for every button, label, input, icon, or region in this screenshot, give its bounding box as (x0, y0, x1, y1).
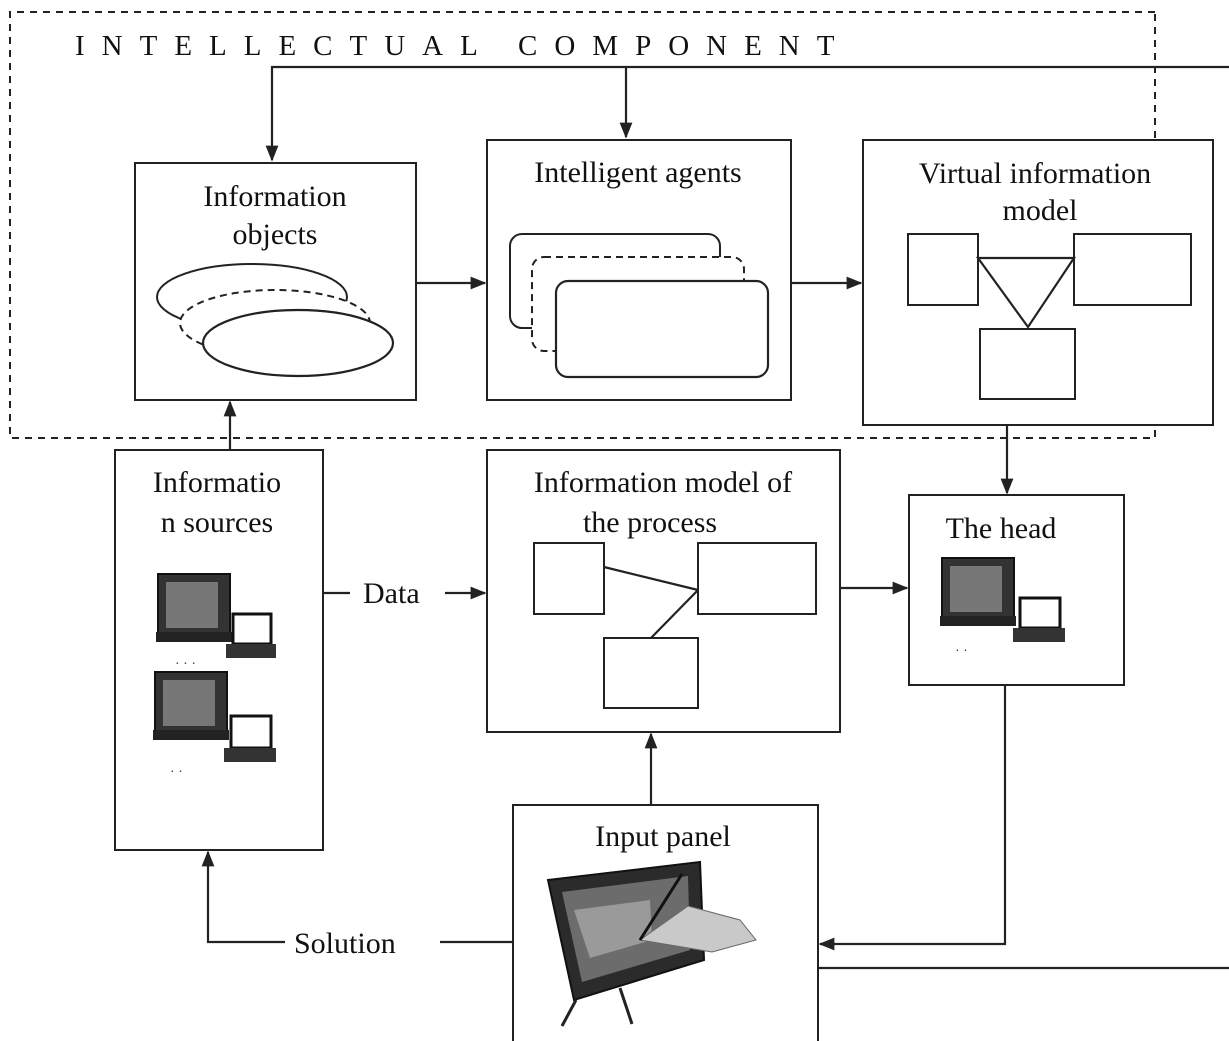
svg-text:· ·: · · (170, 765, 183, 780)
feedback-lines-top (265, 65, 1229, 162)
laptop-icon (1013, 596, 1065, 642)
input-panel-block[interactable]: Input panel (512, 804, 819, 1041)
svg-text:· ·: · · (955, 644, 968, 659)
information-objects-title-line2: objects (233, 218, 318, 251)
intelligent-agents-title: Intelligent agents (534, 156, 741, 189)
laptop-icon (226, 612, 276, 658)
information-objects-title-line1: Information (203, 180, 346, 213)
objects-ellipses-icon (156, 263, 395, 378)
virtual-model-title-line1: Virtual information (919, 157, 1151, 190)
agents-stack-icon (509, 233, 770, 379)
solution-label: Solution (294, 927, 396, 960)
process-model-schema-icon (533, 542, 817, 709)
computer-icon (153, 671, 229, 740)
information-objects-block[interactable]: Information objects (134, 162, 417, 401)
tablet-pen-icon (546, 860, 757, 1027)
connectors (201, 276, 1229, 970)
virtual-model-title-line2: model (1003, 194, 1078, 227)
intelligent-agents-block[interactable]: Intelligent agents (486, 139, 792, 401)
computer-icon (156, 573, 232, 642)
diagram-title: INTELLECTUAL COMPONENT (75, 30, 851, 62)
computer-icon (940, 557, 1016, 626)
head-title: The head (946, 512, 1057, 545)
information-sources-title-line1: Informatio (153, 466, 281, 499)
svg-text:· · ·: · · · (175, 657, 196, 672)
process-model-block[interactable]: Information model of the process (486, 449, 841, 733)
input-panel-title: Input panel (595, 820, 731, 853)
laptop-icon (224, 714, 276, 762)
process-model-title-line1: Information model of (534, 466, 792, 499)
data-label: Data (363, 577, 420, 610)
information-sources-title-line2: n sources (161, 506, 273, 539)
information-sources-block[interactable]: Informatio n sources · · · · · (114, 449, 324, 851)
virtual-model-schema-icon (907, 233, 1192, 400)
process-model-title-line2: the process (583, 506, 717, 539)
head-block[interactable]: The head · · (908, 494, 1125, 686)
virtual-information-model-block[interactable]: Virtual information model (862, 139, 1214, 426)
